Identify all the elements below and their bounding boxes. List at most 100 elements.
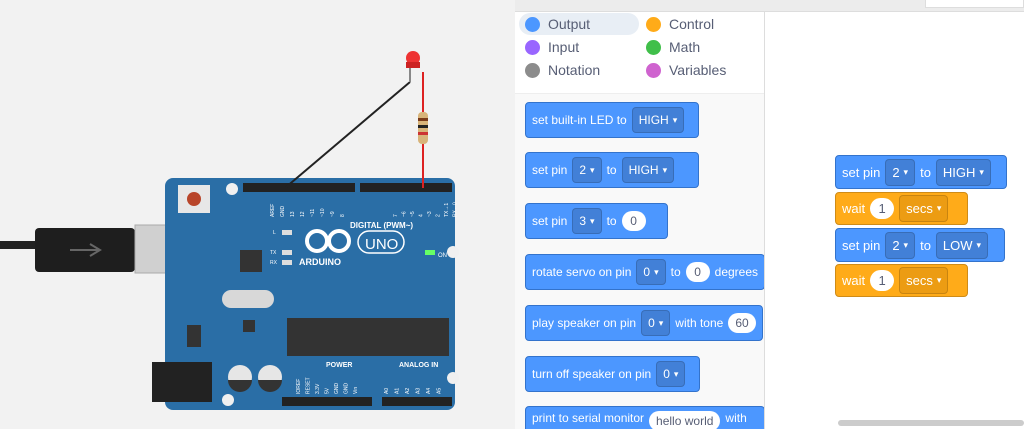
value-dropdown[interactable]: LOW▾ <box>935 231 989 259</box>
value-dropdown[interactable]: HIGH▾ <box>631 107 685 133</box>
on-led <box>425 250 435 255</box>
analog-pin-label: A5 <box>437 388 443 394</box>
led-label-l: L <box>273 230 276 236</box>
workspace-scrollbar[interactable] <box>838 420 1024 426</box>
digital-pin-label: ~10 <box>320 208 326 217</box>
power-jack <box>152 362 212 402</box>
digital-pin-label: ~5 <box>410 211 416 217</box>
top-bar <box>515 0 1024 12</box>
analog-pin-label: A4 <box>426 388 432 394</box>
value-input[interactable]: 0 <box>621 211 646 231</box>
digital-pin-label: 4 <box>419 214 425 217</box>
unit-dropdown[interactable]: secs▾ <box>899 195 949 222</box>
category-control[interactable]: Control <box>640 13 714 35</box>
power-pin-label: 5V <box>325 387 331 394</box>
digital-pin-label: ~3 <box>427 211 433 217</box>
header-digital-left <box>243 183 355 192</box>
tone-input[interactable]: 60 <box>728 313 756 333</box>
category-math[interactable]: Math <box>640 36 700 58</box>
arduino-logo <box>305 229 351 253</box>
unit-dropdown[interactable]: secs▾ <box>899 267 949 294</box>
analog-label: ANALOG IN <box>399 362 438 369</box>
header-digital-right <box>360 183 452 192</box>
category-output[interactable]: Output <box>519 13 639 35</box>
digital-pin-label: RX←0 <box>453 202 459 217</box>
power-pin-label: GND <box>344 383 350 395</box>
on-label: ON <box>438 253 447 259</box>
pin-dropdown[interactable]: 0▾ <box>636 259 666 285</box>
math-dot-icon <box>646 39 661 55</box>
arduino-brand: ARDUINO <box>299 257 341 267</box>
angle-input[interactable]: 0 <box>685 262 710 282</box>
circuit-canvas[interactable]: ARDUINO UNO DIGITAL (PWM~) ON POWER ANAL… <box>0 0 515 429</box>
analog-pin-label: A0 <box>384 388 390 394</box>
power-pin-label: RESET <box>306 377 312 394</box>
digital-pin-label: TX→1 <box>444 203 450 217</box>
output-dot-icon <box>525 16 540 32</box>
digital-pin-label: 8 <box>340 214 346 217</box>
digital-pin-label: GND <box>280 206 286 218</box>
category-notation[interactable]: Notation <box>519 59 600 81</box>
category-list: Output Control Input Math Notation Varia… <box>515 12 764 94</box>
message-input[interactable]: hello world <box>649 411 721 429</box>
wait-input[interactable]: 1 <box>870 198 895 219</box>
digital-label: DIGITAL (PWM~) <box>350 221 413 230</box>
top-right-panel <box>925 0 1024 8</box>
power-pin-label: IOREF <box>296 379 302 394</box>
input-dot-icon <box>525 39 540 55</box>
led-label-rx: RX <box>270 260 278 266</box>
usb-icon <box>70 243 102 257</box>
led-label-tx: TX <box>270 250 277 256</box>
atmega-chip <box>287 318 449 356</box>
value-dropdown[interactable]: HIGH▾ <box>935 158 991 186</box>
header-analog <box>382 397 452 406</box>
pin-dropdown[interactable]: 3▾ <box>572 208 602 234</box>
digital-pin-label: ~11 <box>310 209 316 217</box>
red-led[interactable] <box>406 51 420 65</box>
digital-pin-label: 7 <box>393 214 399 217</box>
uno-label: UNO <box>365 236 398 253</box>
pin-dropdown[interactable]: 0▾ <box>656 361 686 387</box>
digital-pin-label: AREF <box>270 204 276 217</box>
power-pin-label: 3.3V <box>315 383 321 394</box>
digital-pin-label: ~9 <box>330 211 336 217</box>
usb-chip <box>240 250 262 272</box>
control-dot-icon <box>646 16 661 32</box>
crystal <box>222 290 274 308</box>
variables-dot-icon <box>646 62 661 78</box>
category-input[interactable]: Input <box>519 36 579 58</box>
analog-pin-label: A1 <box>395 388 401 394</box>
pin-dropdown[interactable]: 0▾ <box>641 310 671 336</box>
digital-pin-label: 13 <box>290 211 296 217</box>
notation-dot-icon <box>525 62 540 78</box>
pin-dropdown[interactable]: 2▾ <box>885 158 916 186</box>
digital-pin-label: ~6 <box>402 211 408 217</box>
power-label: POWER <box>326 362 352 369</box>
header-power <box>282 397 372 406</box>
power-pin-label: Vin <box>353 387 359 394</box>
digital-pin-label: 12 <box>300 211 306 217</box>
pin-dropdown[interactable]: 2▾ <box>572 157 602 183</box>
category-variables[interactable]: Variables <box>640 59 726 81</box>
digital-pin-label: 2 <box>436 214 442 217</box>
analog-pin-label: A3 <box>416 388 422 394</box>
analog-pin-label: A2 <box>405 388 411 394</box>
pin-dropdown[interactable]: 2▾ <box>885 231 916 259</box>
power-pin-label: GND <box>334 383 340 395</box>
value-dropdown[interactable]: HIGH▾ <box>621 157 675 183</box>
ground-wire[interactable] <box>284 81 411 189</box>
wait-input[interactable]: 1 <box>870 270 895 291</box>
